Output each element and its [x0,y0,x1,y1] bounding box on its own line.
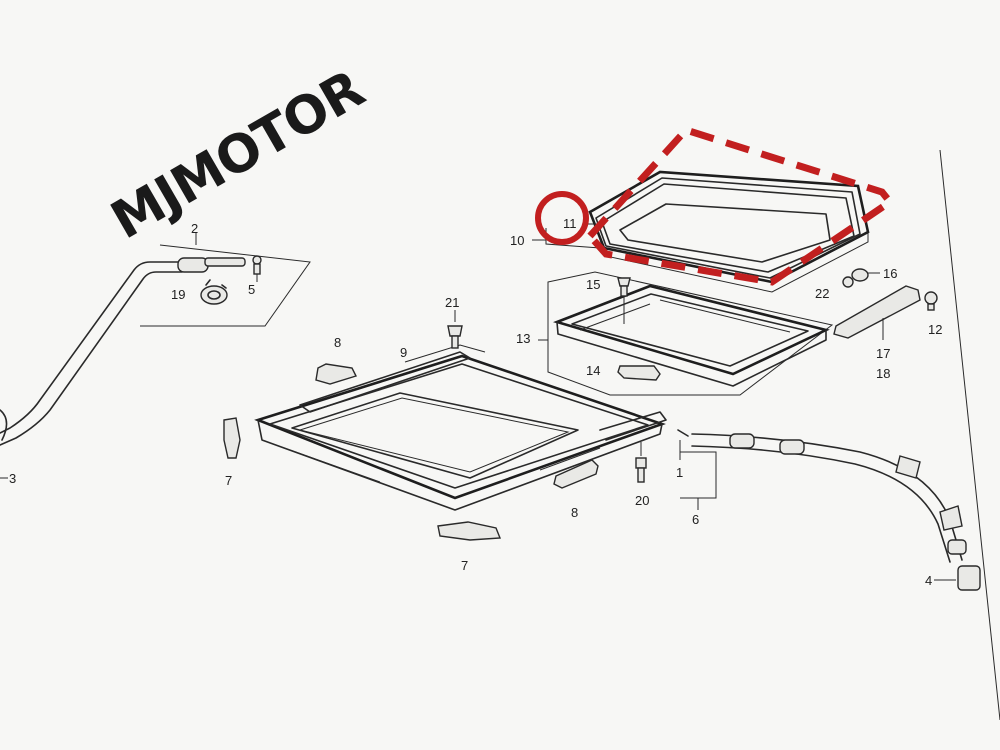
callout-21: 21 [445,295,459,310]
callout-8-lower: 8 [571,505,578,520]
highlight-circle [535,191,589,245]
callout-6: 6 [692,512,699,527]
watermark: MJMOTOR [102,59,374,251]
callout-11: 11 [563,216,577,231]
part-13-glass-panel-assembly [552,284,830,387]
callout-14: 14 [586,363,600,378]
callout-3: 3 [9,471,16,486]
callout-12: 12 [928,322,942,337]
part-14-handle [617,365,661,381]
watermark-text: MJMOTOR [102,59,374,251]
part-17-18-guide-rail [833,285,921,339]
callout-13: 13 [516,331,530,346]
bracket-part-6 [680,451,717,510]
callout-22: 22 [815,286,829,301]
callout-7-left: 7 [225,473,232,488]
part-19-hose-clamp [200,279,228,305]
part-15-bolt [617,277,631,324]
page-edge-line [939,149,1000,721]
part-8-bracket-lower [553,459,599,489]
callout-7-lower: 7 [461,558,468,573]
part-20-bolt [635,442,647,483]
part-5-clip [252,255,262,282]
highlight-marker [535,125,896,286]
callout-17: 17 [876,346,890,361]
part-8-bracket-upper [315,363,357,385]
part-7-bracket-left [223,417,241,459]
highlight-dashed-outline [585,125,896,286]
bracket-part-13 [538,271,834,396]
callout-9: 9 [400,345,407,360]
part-2-drain-hose [0,257,246,446]
part-7-bracket-lower [437,521,502,541]
part-21-bolt [447,310,463,349]
bracket-part-2 [140,232,311,327]
callout-1: 1 [676,465,683,480]
callout-19: 19 [171,287,185,302]
callout-18: 18 [876,366,890,381]
callout-5: 5 [248,282,255,297]
part-4-drain-fitting [934,565,981,591]
part-9-sunroof-frame [254,344,667,511]
callout-4: 4 [925,573,932,588]
callout-2: 2 [191,221,198,236]
callout-8-upper: 8 [334,335,341,350]
part-22-nut [842,276,854,288]
callout-16: 16 [883,266,897,281]
part-6-drain-hose [677,429,967,563]
part-12-bolt [924,291,938,311]
callout-10: 10 [510,233,524,248]
callout-labels: 1 2 3 4 5 6 7 7 8 8 9 10 11 12 13 14 15 … [9,216,942,588]
callout-15: 15 [586,277,600,292]
part-11-seal [595,177,861,279]
part-16-clip [851,268,880,282]
callout-20: 20 [635,493,649,508]
